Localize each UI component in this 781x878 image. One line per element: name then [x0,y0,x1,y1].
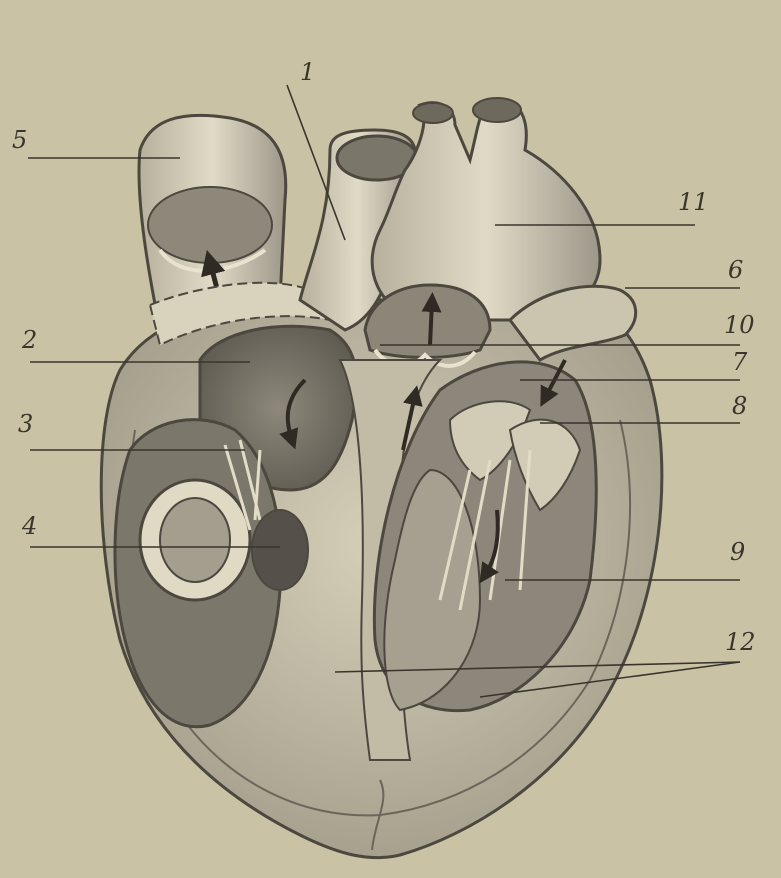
label-10: 10 [724,313,755,337]
label-1: 1 [300,60,315,84]
label-7: 7 [732,350,747,374]
label-6: 6 [728,258,743,282]
label-4: 4 [22,514,37,538]
flow-arrow-pulmonary [430,302,432,345]
pulmonary-vein-opening-1 [413,103,453,123]
pulmonary-vein-opening-2 [473,98,521,122]
label-9: 9 [730,540,745,564]
label-3: 3 [18,412,33,436]
label-12: 12 [725,630,756,654]
vena-cava-opening [148,187,272,263]
label-5: 5 [12,128,27,152]
label-2: 2 [22,328,37,352]
tricuspid-orifice-inner [160,498,230,582]
label-11: 11 [678,190,709,214]
papillary-muscle-right [252,510,308,590]
label-8: 8 [732,394,747,418]
